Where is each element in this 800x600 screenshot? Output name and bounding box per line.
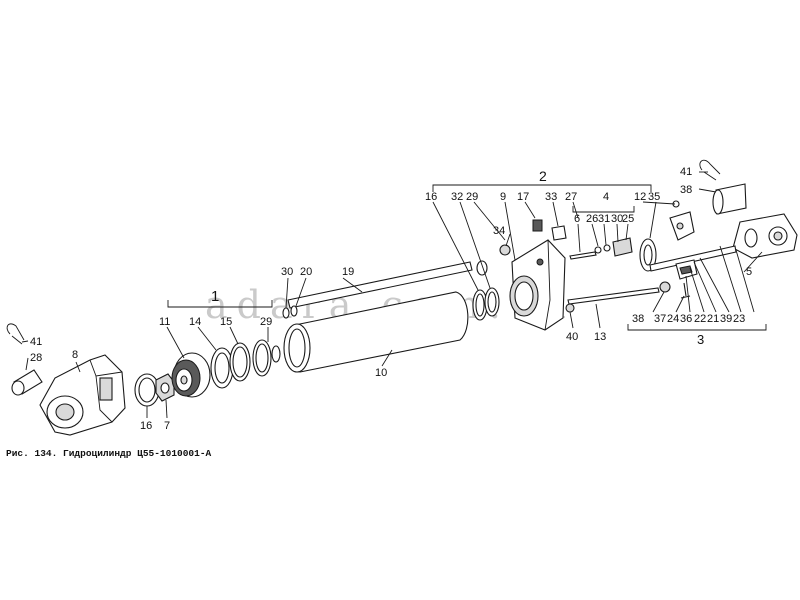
part-11-piston (171, 352, 211, 398)
part-28-pin (11, 369, 43, 396)
callout-1: 1 (211, 288, 219, 305)
part-41-cotter-right (699, 159, 721, 181)
part-16-32-29-seals (472, 260, 500, 321)
callout-labels: 41 28 8 1 11 14 15 29 16 7 30 20 19 10 2… (30, 166, 752, 432)
callout-38-lower: 38 (632, 313, 644, 325)
part-12-bracket (669, 200, 695, 241)
callout-7: 7 (164, 420, 170, 432)
callout-33: 33 (545, 191, 557, 203)
callout-6: 6 (574, 213, 580, 225)
part-34-fitting (499, 244, 511, 256)
callout-21: 21 (707, 313, 719, 325)
callout-4: 4 (603, 191, 609, 203)
callout-16-left: 16 (140, 420, 152, 432)
callout-3: 3 (697, 332, 704, 347)
callout-24: 24 (667, 313, 679, 325)
figure-caption: Рис. 134. Гидроцилиндр Ц55-1010001-А (6, 448, 212, 459)
part-16-ring-left (134, 373, 160, 407)
part-8-bottom-clevis (39, 354, 126, 436)
callout-37: 37 (654, 313, 666, 325)
part-9-head (509, 239, 566, 331)
callout-16-right: 16 (425, 191, 437, 203)
part-7-nut (155, 373, 175, 402)
part-19-rod (287, 261, 473, 309)
callout-39: 39 (720, 313, 732, 325)
callout-9: 9 (500, 191, 506, 203)
part-33-fitting (551, 225, 567, 241)
callout-15: 15 (220, 316, 232, 328)
part-27-bolt (569, 251, 597, 260)
part-37-bolt (659, 281, 671, 293)
callout-23: 23 (733, 313, 745, 325)
part-13-tie-rod (567, 287, 660, 305)
callout-30-left: 30 (281, 266, 293, 278)
callout-22: 22 (694, 313, 706, 325)
callout-36: 36 (680, 313, 692, 325)
callout-12: 12 (634, 191, 646, 203)
callout-41-right: 41 (680, 166, 692, 178)
callout-32: 32 (451, 191, 463, 203)
callout-5: 5 (746, 266, 752, 278)
part-38-pin-right (712, 183, 747, 215)
part-20-30-small-rings (282, 305, 298, 319)
leader-lines (21, 171, 767, 419)
part-17-plug (532, 219, 543, 232)
callout-38-right: 38 (680, 184, 692, 196)
callout-19: 19 (342, 266, 354, 278)
part-41-cotter-left (6, 323, 25, 345)
callout-17: 17 (517, 191, 529, 203)
callout-20: 20 (300, 266, 312, 278)
part-5-rod-end-clevis (649, 213, 798, 272)
callout-8: 8 (72, 349, 78, 361)
callout-2: 2 (539, 168, 547, 184)
callout-13: 13 (594, 331, 606, 343)
callout-26: 26 (586, 213, 598, 225)
part-40-bolt (565, 303, 575, 313)
part-15-seal (229, 342, 251, 382)
part-35-washer (639, 238, 657, 272)
callout-14: 14 (189, 316, 201, 328)
callout-10: 10 (375, 367, 387, 379)
part-14-seal (210, 347, 234, 389)
callout-40: 40 (566, 331, 578, 343)
callout-29-right: 29 (466, 191, 478, 203)
callout-28: 28 (30, 352, 42, 364)
callout-31: 31 (598, 213, 610, 225)
part-29-ring-left (252, 339, 281, 377)
callout-27: 27 (565, 191, 577, 203)
callout-29-left: 29 (260, 316, 272, 328)
callout-35: 35 (648, 191, 660, 203)
callout-34: 34 (493, 225, 505, 237)
part-26-31-30-25-valve-parts (594, 237, 633, 257)
callout-30-right: 30 (611, 213, 623, 225)
callout-41-left: 41 (30, 336, 42, 348)
part-10-cylinder-barrel (283, 291, 469, 373)
callout-11: 11 (159, 316, 170, 328)
callout-25: 25 (622, 213, 634, 225)
